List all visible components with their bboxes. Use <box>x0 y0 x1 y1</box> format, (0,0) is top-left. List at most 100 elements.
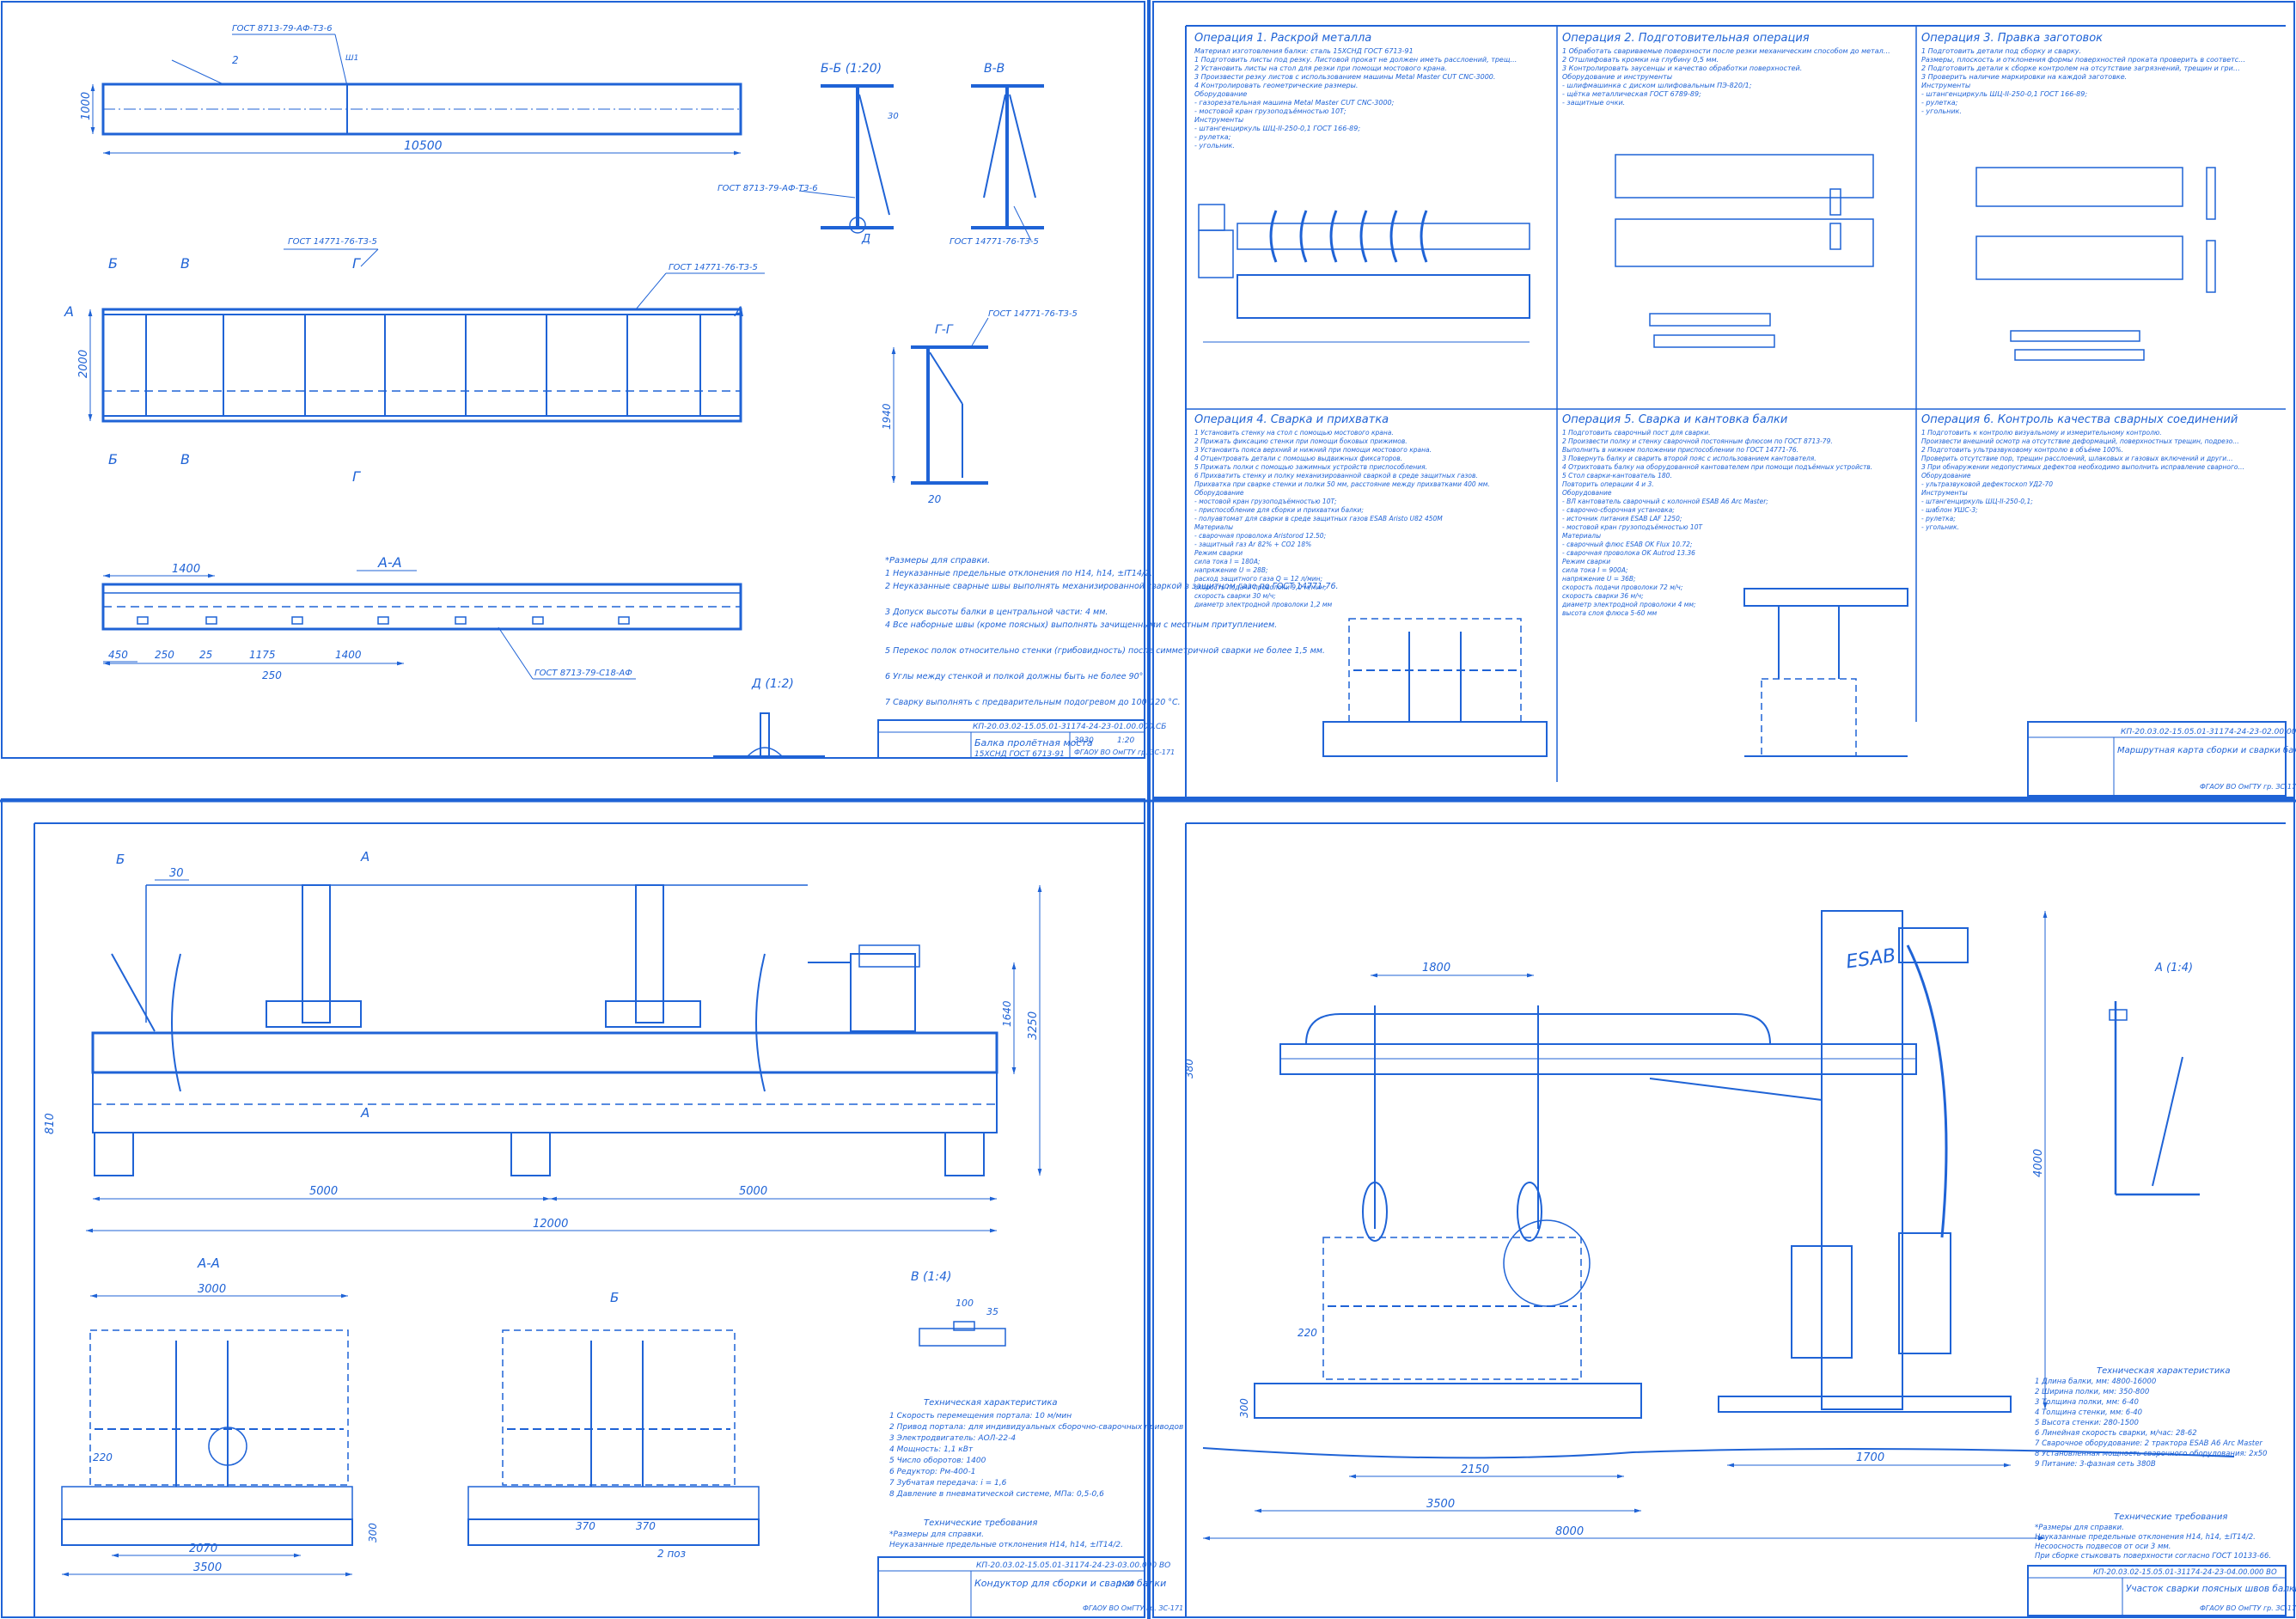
text-line: скорость подачи проволоки 72 м/ч; <box>1562 583 1682 591</box>
marker-v-bottom: В <box>180 451 190 467</box>
marker-g-bottom: Г <box>352 468 361 485</box>
text-line: - угольник. <box>1921 107 1962 115</box>
weld-label-3: ГОСТ 14771-76-Т3-5 <box>288 237 377 247</box>
detail-d <box>713 712 825 757</box>
tb3-name: Кондуктор для сборки и сварки балки <box>974 1578 1166 1589</box>
dim-20-text: 20 <box>928 493 942 505</box>
pos2-leader <box>171 59 224 85</box>
text-line: - сварочный флюс ESAB OK Flux 10.72; <box>1562 541 1692 548</box>
text-line: - ультразвуковой дефектоскоп УД2-70 <box>1921 480 2053 488</box>
text-line: напряжение U = 28В; <box>1194 566 1268 574</box>
dim-1400-text: 1400 <box>172 563 200 576</box>
sheet1-frame <box>1 1 1145 759</box>
weld-leader-gg <box>970 317 989 348</box>
text-line: - рулетка; <box>1194 133 1231 141</box>
weld-leader-vv <box>1013 205 1032 241</box>
text-line: - штангенциркуль ШЦ-II-250-0,1 ГОСТ 166-… <box>1194 125 1360 132</box>
pos-label: 2 <box>232 54 239 66</box>
s3-spec-list: 1 Скорость перемещения портала: 10 м/мин… <box>889 1412 1183 1499</box>
text-line: 2 Привод портала: для индивидуальных сбо… <box>889 1423 1183 1432</box>
text-line: - полуавтомат для сварки в среде защитны… <box>1194 515 1443 522</box>
text-line: - сварочная проволока Aristorod 12.50; <box>1194 532 1326 540</box>
tb4-code: КП-20.03.02-15.05.01-31174-24-23-04.00.0… <box>2093 1568 2277 1577</box>
tb2-org: ФГАОУ ВО ОмГТУ гр. ЗС-171 <box>2200 783 2296 791</box>
text-line: 5 Прижать полки с помощью зажимных устро… <box>1194 463 1427 471</box>
marker-b-top: Б <box>108 255 118 272</box>
weld-label-5: ГОСТ 8713-79-С18-АФ <box>534 669 632 678</box>
op4-lines: 1 Установить стенку на стол с помощью мо… <box>1194 429 1490 608</box>
text-line: Произвести внешний осмотр на отсутствие … <box>1921 437 2239 445</box>
text-line: 4 Отрихтовать балку на оборудованной кан… <box>1562 463 1872 471</box>
dim-12000-text: 12000 <box>533 1218 568 1231</box>
esab-brand: ESAB <box>1845 945 1897 974</box>
text-line: 3 Произвести резку листов с использовани… <box>1194 73 1495 81</box>
seam-label: Ш1 <box>345 54 358 63</box>
note-7: 7 Сварку выполнять с предварительным под… <box>885 698 1181 707</box>
text-line: 2 Подготовить детали к сборке контролем … <box>1921 64 2240 72</box>
op2-title: Операция 2. Подготовительная операция <box>1562 32 1810 45</box>
text-line: - приспособление для сборки и прихватки … <box>1194 506 1364 514</box>
text-line: - мостовой кран грузоподъёмностью 10Т; <box>1194 107 1346 115</box>
text-line: - защитные очки. <box>1562 99 1625 107</box>
text-line: 4 Контролировать геометрические размеры. <box>1194 82 1358 89</box>
esab-column-boom <box>1279 910 2012 1413</box>
text-line: 3 Электродвигатель: АОЛ-22-4 <box>889 1434 1016 1443</box>
tb3-code: КП-20.03.02-15.05.01-31174-24-23-03.00.0… <box>976 1561 1170 1570</box>
dim-1700-text: 1700 <box>1856 1451 1884 1464</box>
sheet4-frame <box>1152 798 2295 1618</box>
tb1-code: КП-20.03.02-15.05.01-31174-24-23-01.00.0… <box>973 723 1166 731</box>
weld-label-4: ГОСТ 14771-76-Т3-5 <box>669 263 758 272</box>
op1-title: Операция 1. Раскрой металла <box>1194 32 1371 45</box>
marker-a2-s3: А <box>360 1105 369 1121</box>
text-line: 3 Установить пояса верхний и нижний при … <box>1194 446 1432 454</box>
text-line: 9 Питание: 3-фазная сеть 380В <box>2035 1460 2156 1469</box>
text-line: 1 Установить стенку на стол с помощью мо… <box>1194 429 1394 437</box>
sheet3-frame <box>1 798 1145 1618</box>
s4-req-2: Неуказанные предельные отклонения H14, h… <box>2035 1533 2256 1542</box>
s3-req-1: *Размеры для справки. <box>889 1530 984 1539</box>
dim-35: 35 <box>986 1306 998 1317</box>
text-line: 3 Толщина полки, мм: 6-40 <box>2035 1398 2139 1407</box>
note-2: 2 Неуказанные сварные швы выполнять меха… <box>885 582 1339 591</box>
tb1-mass: 3930 <box>1074 736 1094 745</box>
text-line: Оборудование <box>1194 489 1244 497</box>
text-line: 3 Контролировать заусенцы и качество обр… <box>1562 64 1802 72</box>
text-line: Оборудование <box>1921 472 1971 480</box>
text-line: Оборудование <box>1562 489 1612 497</box>
s3-req-2: Неуказанные предельные отклонения H14, h… <box>889 1541 1123 1549</box>
tractors-beam <box>1202 1005 2235 1459</box>
text-line: 3 Проверить наличие маркировки на каждой… <box>1921 73 2127 81</box>
text-line: Материал изготовления балки: сталь 15ХСН… <box>1194 47 1414 55</box>
dim-30-text: 30 <box>888 112 899 121</box>
dim-h1-text: 1000 <box>80 92 93 120</box>
text-line: - штангенциркуль ШЦ-II-250-0,1; <box>1921 498 2033 505</box>
s4-detail-a <box>2109 1001 2200 1196</box>
sheet4-welding-section: ESAB 1800 380 220 300 2150 3500 1700 400… <box>1183 822 2296 1617</box>
dim-220-s3: 220 <box>93 1451 113 1463</box>
weld-leader-bb <box>798 190 856 199</box>
dim-5000a-text: 5000 <box>309 1185 338 1198</box>
op3-title: Операция 3. Правка заготовок <box>1921 32 2103 45</box>
dim-370a: 370 <box>576 1520 595 1532</box>
text-line: - мостовой кран грузоподъёмностью 10Т <box>1562 523 1703 531</box>
dim-250-text: 250 <box>155 649 174 661</box>
weld-label-6: ГОСТ 14771-76-Т3-5 <box>950 237 1039 247</box>
s4-detail-a-title: А (1:4) <box>2154 962 2193 974</box>
text-line: - ВЛ кантователь сварочный с колонной ES… <box>1562 498 1768 505</box>
tb1-org: ФГАОУ ВО ОмГТУ гр. ЗС-171 <box>1074 748 1175 756</box>
dim-2pos: 2 поз <box>657 1548 686 1560</box>
op6-title: Операция 6. Контроль качества сварных со… <box>1921 413 2238 426</box>
marker-b-bottom: Б <box>108 451 118 467</box>
text-line: 5 Высота стенки: 280-1500 <box>2035 1419 2139 1427</box>
sheet1-title-block: КП-20.03.02-15.05.01-31174-24-23-01.00.0… <box>877 719 1175 759</box>
op2-parts <box>1615 154 1874 348</box>
op5-lines: 1 Подготовить сварочный пост для сварки.… <box>1561 429 1872 617</box>
dim-1175-text: 1175 <box>249 649 276 661</box>
text-line: 3 Повернуть балку и сварить второй пояс … <box>1562 455 1817 462</box>
text-line: 4 Толщина стенки, мм: 6-40 <box>2035 1408 2142 1417</box>
sheet2-title-block: КП-20.03.02-15.05.01-31174-24-23-02.00.0… <box>2027 721 2296 797</box>
fixture-view-aa <box>61 1329 353 1546</box>
text-line: Прихватка при сварке стенки и полки 50 м… <box>1194 480 1490 488</box>
fixture-detail-v <box>919 1321 1006 1347</box>
